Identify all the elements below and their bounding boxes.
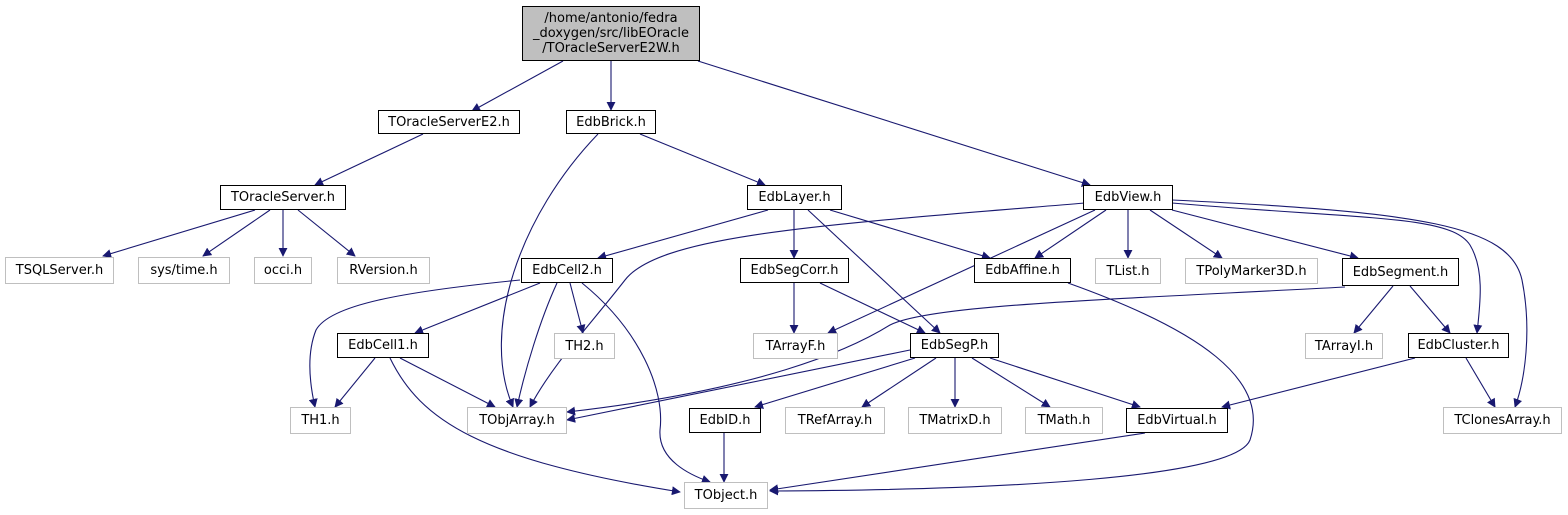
edge-edbcell2-to-tobjarray bbox=[514, 282, 558, 408]
edge-edbcluster-to-tclonesarray bbox=[1465, 357, 1496, 408]
edge-edbsegp-to-edbid bbox=[754, 357, 916, 409]
node-tarrayi[interactable]: TArrayI.h bbox=[1305, 333, 1383, 359]
node-edbsegp[interactable]: EdbSegP.h bbox=[910, 333, 999, 358]
node-tobject[interactable]: TObject.h bbox=[684, 482, 768, 509]
node-tclonesarray[interactable]: TClonesArray.h bbox=[1443, 407, 1562, 434]
edge-edbsegment-to-edbcluster bbox=[1409, 285, 1451, 334]
node-tarrayf[interactable]: TArrayF.h bbox=[753, 333, 838, 359]
edge-edbcell1-to-tobject bbox=[389, 357, 681, 496]
node-th1[interactable]: TH1.h bbox=[290, 407, 351, 434]
node-tobjarray[interactable]: TObjArray.h bbox=[467, 407, 567, 434]
edge-edbsegp-to-tmath bbox=[971, 357, 1051, 408]
node-edbvirtual[interactable]: EdbVirtual.h bbox=[1126, 408, 1228, 433]
edge-edbsegp-to-edbvirtual bbox=[989, 357, 1141, 409]
edge-edbsegment-to-tarrayi bbox=[1353, 285, 1394, 334]
edge-edbview-to-edbaffine bbox=[1034, 209, 1107, 259]
edge-edbview-to-tclonesarray bbox=[1171, 199, 1528, 408]
node-occi[interactable]: occi.h bbox=[254, 257, 312, 284]
node-edbsegcorr[interactable]: EdbSegCorr.h bbox=[740, 258, 849, 283]
edge-root-to-edbview bbox=[697, 60, 1091, 187]
node-edbview[interactable]: EdbView.h bbox=[1083, 185, 1173, 210]
node-th2[interactable]: TH2.h bbox=[554, 333, 615, 359]
edge-toracleserver-to-rversion bbox=[297, 209, 356, 257]
edge-edbbrick-to-edblayer bbox=[639, 133, 766, 187]
edge-edbview-to-tpolymarker3d bbox=[1149, 209, 1223, 259]
edge-edbcell2-to-th2 bbox=[569, 282, 586, 334]
edge-edbcell1-to-tobjarray bbox=[399, 357, 496, 408]
edge-edbsegment-to-tobjarray bbox=[566, 286, 1346, 416]
edge-toracleservere2-to-toracleserver bbox=[314, 133, 424, 186]
edge-edbcell2-to-th1 bbox=[308, 279, 521, 408]
edge-toracleserver-to-tsqlserver bbox=[102, 209, 256, 258]
edge-edbcell1-to-th1 bbox=[334, 357, 376, 408]
node-systime[interactable]: sys/time.h bbox=[138, 257, 230, 284]
edge-edbview-to-edbcluster bbox=[1171, 202, 1483, 334]
edge-toracleserver-to-systime bbox=[202, 209, 271, 257]
node-tpolymarker3d[interactable]: TPolyMarker3D.h bbox=[1185, 258, 1318, 284]
node-edbsegment[interactable]: EdbSegment.h bbox=[1342, 258, 1459, 286]
node-tsqlserver[interactable]: TSQLServer.h bbox=[5, 257, 114, 284]
edge-root-to-toracleservere2 bbox=[471, 60, 564, 112]
node-edbbrick[interactable]: EdbBrick.h bbox=[566, 110, 656, 134]
root-file-path-line-3: /TOracleServerE2W.h bbox=[542, 41, 680, 56]
root-file-path-line-2: _doxygen/src/libEOracle bbox=[533, 26, 689, 41]
node-toracleservere2[interactable]: TOracleServerE2.h bbox=[378, 110, 520, 134]
edge-edbcell2-to-edbcell1 bbox=[414, 282, 541, 335]
node-tmath[interactable]: TMath.h bbox=[1025, 407, 1103, 434]
edge-edblayer-to-edbaffine bbox=[829, 209, 991, 260]
edge-edbvirtual-to-tobject bbox=[769, 432, 1146, 494]
root-file-path-line-1: /home/antonio/fedra bbox=[544, 11, 678, 26]
node-edbaffine[interactable]: EdbAffine.h bbox=[974, 258, 1071, 283]
root-file-node[interactable]: /home/antonio/fedra _doxygen/src/libEOra… bbox=[522, 6, 700, 61]
node-trefarray[interactable]: TRefArray.h bbox=[785, 407, 885, 434]
edge-edbsegp-to-trefarray bbox=[861, 357, 937, 408]
node-toracleserver[interactable]: TOracleServer.h bbox=[220, 185, 346, 210]
node-edblayer[interactable]: EdbLayer.h bbox=[747, 185, 842, 210]
node-tmatrixd[interactable]: TMatrixD.h bbox=[908, 407, 1002, 434]
edge-edbview-to-edbsegment bbox=[1171, 209, 1359, 261]
edge-edblayer-to-edbcell2 bbox=[597, 209, 769, 261]
node-tlist[interactable]: TList.h bbox=[1095, 258, 1161, 284]
edge-edbview-to-tarrayf bbox=[827, 209, 1096, 334]
node-rversion[interactable]: RVersion.h bbox=[337, 257, 430, 284]
edge-edbsegp-to-tobjarray bbox=[566, 349, 911, 423]
node-edbcell2[interactable]: EdbCell2.h bbox=[521, 258, 613, 283]
edge-edbcluster-to-edbvirtual bbox=[1221, 357, 1416, 410]
edge-edbaffine-to-tobject bbox=[769, 282, 1254, 496]
node-edbcluster[interactable]: EdbCluster.h bbox=[1408, 333, 1509, 358]
edge-edblayer-to-edbsegp bbox=[807, 209, 941, 334]
node-edbid[interactable]: EdbID.h bbox=[689, 408, 761, 433]
edge-edbsegcorr-to-edbsegp bbox=[819, 282, 926, 334]
edge-edbbrick-to-tobjarray bbox=[500, 133, 599, 408]
node-edbcell1[interactable]: EdbCell1.h bbox=[337, 333, 429, 358]
edge-edbcell2-to-tobject bbox=[581, 282, 711, 484]
